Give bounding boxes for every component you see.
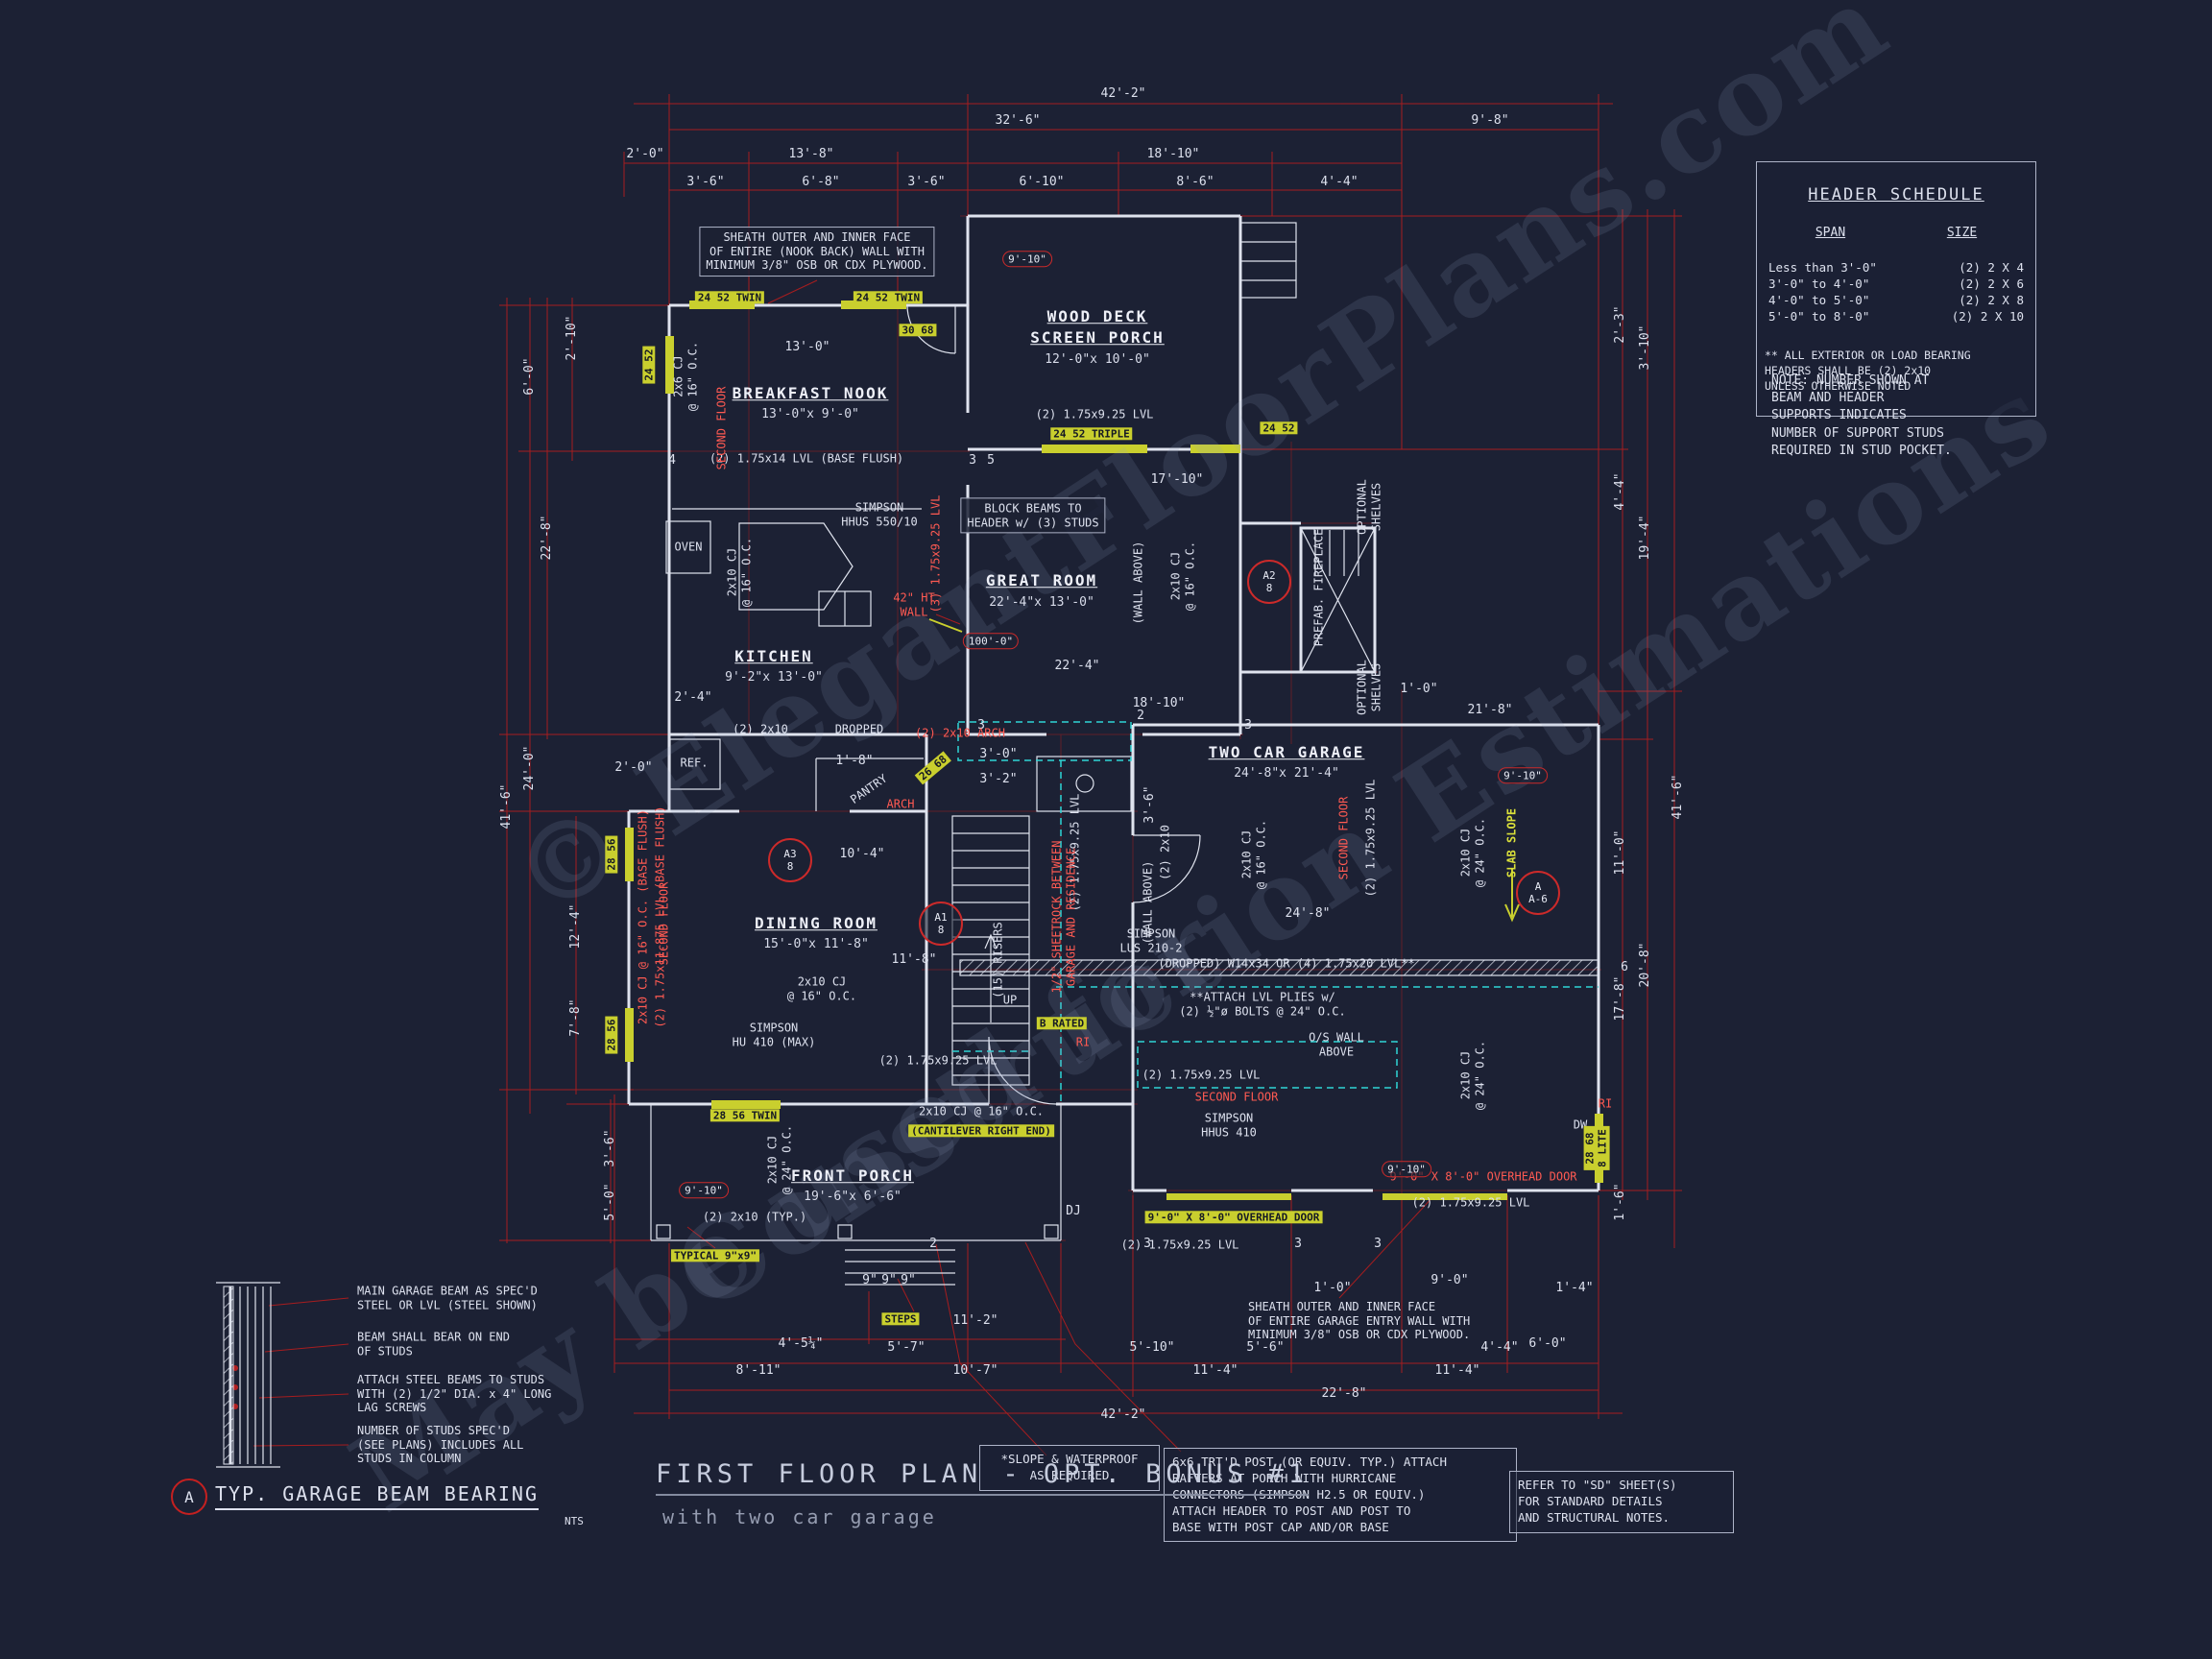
- header-schedule-size: (2) 2 X 10: [1951, 308, 2024, 324]
- detail-scale: NTS: [565, 1515, 584, 1527]
- window-markers: [625, 301, 1603, 1200]
- header-schedule-rows: Less than 3'-0" (2) 2 X 4 3'-0" to 4'-0" (2…: [1765, 260, 2028, 325]
- header-schedule-row: Less than 3'-0" (2) 2 X 4: [1765, 260, 2028, 276]
- dimension-lines: [232, 94, 1682, 1456]
- header-schedule-col-size: SIZE: [1946, 225, 1978, 240]
- header-schedule-footnote: ** ALL EXTERIOR OR LOAD BEARING HEADERS …: [1765, 349, 1971, 393]
- header-schedule-row: 3'-0" to 4'-0" (2) 2 X 6: [1765, 276, 2028, 293]
- wall-lines: [228, 214, 1600, 1464]
- detail-beam: [223, 1286, 234, 1465]
- beam-above-lines: [952, 721, 1599, 1102]
- header-schedule-size: (2) 2 X 6: [1959, 276, 2024, 291]
- header-schedule-row: 5'-0" to 8'-0" (2) 2 X 10: [1765, 309, 2028, 325]
- post-note: 6x6 TRT'D POST (OR EQUIV. TYP.) ATTACH R…: [1164, 1448, 1517, 1543]
- header-schedule-span: 4'-0" to 5'-0": [1768, 292, 1870, 307]
- slope-waterproof-note: *SLOPE & WATERPROOF AS REQUIRED: [979, 1445, 1160, 1491]
- header-schedule: HEADER SCHEDULE SPAN SIZE Less than 3'-0…: [1756, 161, 2036, 417]
- dropped-beam: [959, 959, 1599, 976]
- page-subtitle: with two car garage: [662, 1505, 937, 1528]
- detail-marker-circle: A: [171, 1479, 207, 1515]
- header-schedule-row: 4'-0" to 5'-0" (2) 2 X 8: [1765, 293, 2028, 309]
- detail-title: TYP. GARAGE BEAM BEARING: [215, 1482, 539, 1510]
- header-schedule-title: HEADER SCHEDULE: [1808, 184, 1984, 204]
- header-schedule-columns: SPAN SIZE: [1765, 225, 2028, 242]
- page-title: FIRST FLOOR PLAN - OPT. BONUS #1: [656, 1459, 1310, 1496]
- sd-note: REFER TO "SD" SHEET(S) FOR STANDARD DETA…: [1509, 1471, 1734, 1533]
- yellow-arrows: [928, 618, 1520, 923]
- header-schedule-span: 3'-0" to 4'-0": [1768, 276, 1870, 291]
- header-schedule-size: (2) 2 X 4: [1959, 260, 2024, 276]
- header-schedule-col-span: SPAN: [1815, 225, 1846, 240]
- header-schedule-size: (2) 2 X 8: [1959, 292, 2024, 307]
- header-schedule-span: 5'-0" to 8'-0": [1768, 308, 1870, 324]
- detail-lines: [216, 222, 1376, 1468]
- header-schedule-span: Less than 3'-0": [1768, 260, 1877, 276]
- stud-pocket-note: NOTE: NUMBER SHOWN AT BEAM AND HEADER SU…: [1771, 373, 1952, 458]
